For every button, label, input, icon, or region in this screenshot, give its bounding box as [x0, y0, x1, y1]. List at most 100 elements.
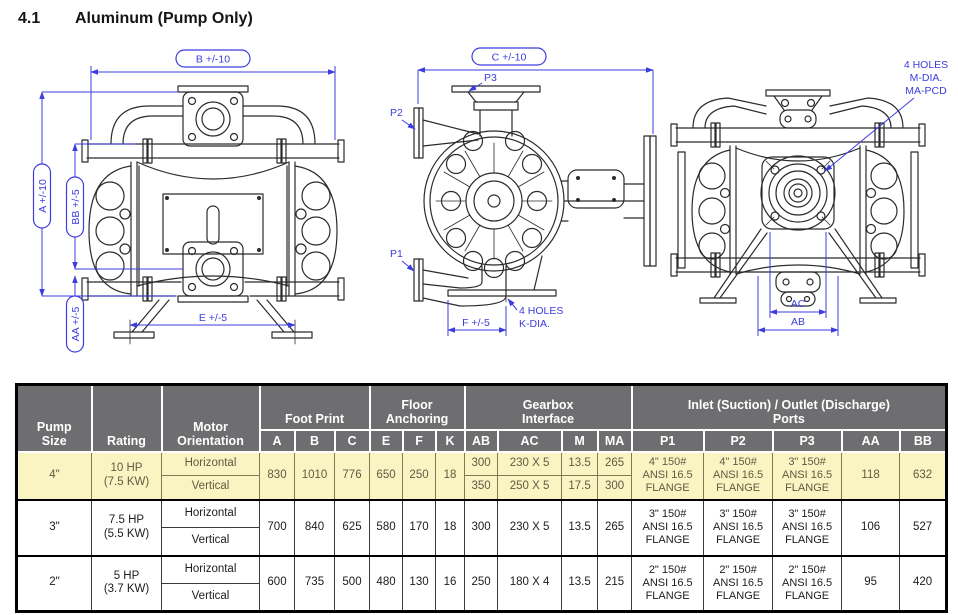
table-cell: Horizontal [161, 498, 260, 528]
table-cell: 2" 150# ANSI 16.5 FLANGE [772, 554, 843, 612]
dim-label-c: C +/-10 [492, 52, 527, 64]
table-cell: 18 [435, 451, 466, 500]
note-holes-m-line3: MA-PCD [905, 85, 947, 97]
table-cell: 300 [597, 475, 633, 500]
dim-label-a: A +/-10 [37, 179, 49, 213]
side-view-drawing: C +/-10 P3 P2 P1 F +/-5 4 HOLES K-DIA. [390, 47, 657, 336]
col-header-rating: Rating [90, 383, 163, 453]
group-header-foot-print: Foot Print [258, 383, 371, 431]
table-cell: 650 [369, 451, 404, 500]
col-header-ac: AC [496, 428, 563, 453]
note-holes-m-line2: M-DIA. [910, 72, 943, 84]
dim-label-bb: BB +/-5 [70, 189, 82, 224]
table-cell: 500 [333, 554, 371, 612]
table-cell: 265 [597, 451, 633, 476]
table-cell: 625 [333, 498, 371, 556]
table-cell: 118 [841, 451, 901, 500]
note-holes-k-line2: K-DIA. [519, 318, 550, 330]
dim-label-ab: AB [791, 316, 805, 328]
col-header-ma: MA [596, 428, 633, 453]
dim-label-aa: AA +/-5 [70, 306, 82, 341]
table-cell: 4" 150# ANSI 16.5 FLANGE [703, 451, 774, 500]
table-cell: 830 [259, 451, 295, 500]
table-cell: 3" 150# ANSI 16.5 FLANGE [703, 498, 774, 556]
table-cell: 95 [841, 554, 901, 612]
section-number: 4.1 [18, 10, 41, 27]
group-header-ports: Inlet (Suction) / Outlet (Discharge) Por… [630, 383, 948, 431]
table-cell: 16 [435, 554, 466, 612]
table-cell: 230 X 5 [497, 451, 563, 476]
table-cell: 1010 [294, 451, 335, 500]
front-view-drawing: B +/-10 A +/-10 BB +/-5 AA +/-5 [32, 49, 345, 353]
note-holes-m-line1: 4 HOLES [904, 59, 948, 71]
table-cell: 106 [841, 498, 901, 556]
table-cell: Horizontal [161, 554, 260, 584]
table-cell: Horizontal [161, 451, 260, 476]
col-header-ab: AB [463, 428, 499, 453]
table-cell: 13.5 [561, 451, 599, 476]
table-cell: 7.5 HP (5.5 KW) [91, 498, 162, 556]
table-cell: 250 X 5 [497, 475, 563, 500]
table-cell: 350 [464, 475, 499, 500]
dim-label-ac: AC [791, 298, 806, 310]
table-cell: 13.5 [561, 498, 599, 556]
pump-rear-art [670, 89, 926, 307]
port-label-p1: P1 [390, 248, 403, 260]
table-cell: 632 [899, 451, 948, 500]
table-cell: 130 [402, 554, 437, 612]
col-header-aa: AA [840, 428, 901, 453]
table-cell: Vertical [161, 583, 260, 612]
col-header-pump-size: Pump Size [15, 383, 93, 453]
table-cell: 13.5 [561, 554, 599, 612]
dim-label-b: B +/-10 [196, 54, 230, 66]
col-header-k: K [434, 428, 466, 453]
table-cell: 4" 150# ANSI 16.5 FLANGE [631, 451, 705, 500]
table-cell: 230 X 5 [497, 498, 563, 556]
table-cell: 17.5 [561, 475, 599, 500]
table-cell: 3" 150# ANSI 16.5 FLANGE [772, 451, 843, 500]
table-cell: 527 [899, 498, 948, 556]
col-header-a: A [258, 428, 296, 453]
note-holes-k-line1: 4 HOLES [519, 305, 563, 317]
section-heading: 4.1 Aluminum (Pump Only) [18, 10, 253, 28]
col-header-m: M [560, 428, 599, 453]
col-header-bb: BB [898, 428, 948, 453]
dimension-table: Pump Size Rating Motor Orientation Foot … [15, 383, 949, 613]
col-header-motor-orientation: Motor Orientation [160, 383, 261, 453]
table-cell: 2" 150# ANSI 16.5 FLANGE [631, 554, 705, 612]
port-label-p2: P2 [390, 107, 403, 119]
table-cell: 580 [369, 498, 404, 556]
front-dimensions: B +/-10 A +/-10 BB +/-5 AA +/-5 [32, 49, 336, 353]
table-cell: 250 [464, 554, 499, 612]
table-cell: 420 [899, 554, 948, 612]
group-header-floor-anchoring: Floor Anchoring [368, 383, 466, 431]
table-cell: 10 HP (7.5 KW) [91, 451, 162, 500]
col-header-f: F [401, 428, 437, 453]
table-cell: 215 [597, 554, 633, 612]
table-cell: 735 [294, 554, 335, 612]
port-label-p3: P3 [484, 72, 497, 84]
table-cell: 300 [464, 498, 499, 556]
table-cell: 600 [259, 554, 295, 612]
dim-label-e: E +/-5 [199, 312, 227, 324]
table-cell: 2" 150# ANSI 16.5 FLANGE [703, 554, 774, 612]
pump-front-art [81, 85, 345, 345]
table-cell: 3" 150# ANSI 16.5 FLANGE [772, 498, 843, 556]
table-cell: 776 [333, 451, 371, 500]
pump-side-art [413, 85, 657, 307]
table-cell: Vertical [161, 475, 260, 500]
col-header-e: E [368, 428, 404, 453]
table-cell: 480 [369, 554, 404, 612]
table-cell: 265 [597, 498, 633, 556]
table-cell: 18 [435, 498, 466, 556]
table-cell: Vertical [161, 527, 260, 556]
table-cell: 2" [16, 554, 92, 612]
dim-label-f: F +/-5 [462, 317, 490, 329]
col-header-p3: P3 [771, 428, 843, 453]
table-cell: 5 HP (3.7 KW) [91, 554, 162, 612]
table-cell: 170 [402, 498, 437, 556]
table-cell: 3" [16, 498, 92, 556]
table-cell: 840 [294, 498, 335, 556]
col-header-p1: P1 [630, 428, 705, 453]
col-header-c: C [333, 428, 371, 453]
